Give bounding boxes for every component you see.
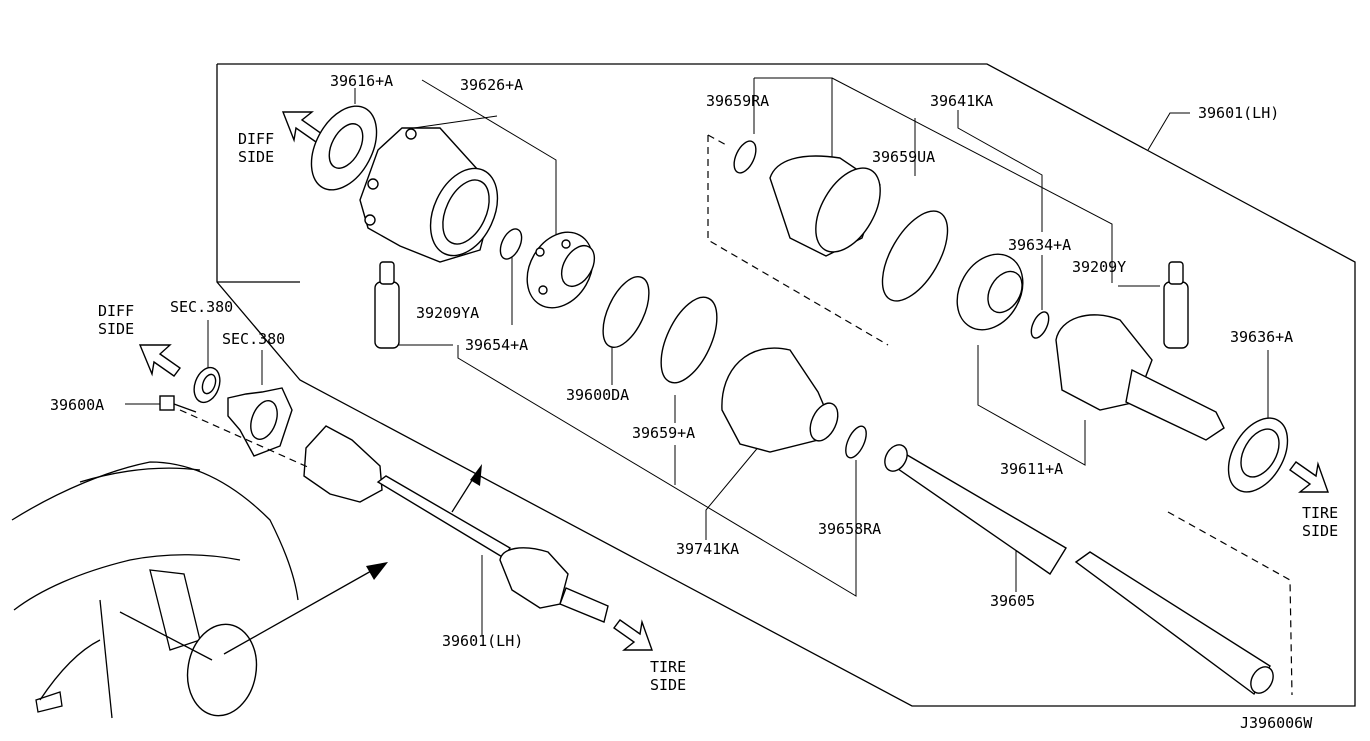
label-39616: 39616+A xyxy=(330,72,393,90)
dashed-shaft-group xyxy=(1167,511,1293,696)
flange-sec380 xyxy=(227,387,293,457)
label-39605: 39605 xyxy=(990,592,1035,610)
inner-boot xyxy=(721,347,839,453)
label-39634: 39634+A xyxy=(1008,236,1071,254)
dust-shield-plate xyxy=(310,105,378,191)
circlip xyxy=(1030,311,1050,339)
label-39209ya: 39209YA xyxy=(416,304,479,322)
frame-outline xyxy=(216,63,1356,707)
boot-band-39659 xyxy=(660,296,718,384)
label-39658ra: 39658RA xyxy=(818,520,881,538)
hub-seal xyxy=(1227,417,1289,493)
label-39641: 39641KA xyxy=(930,92,993,110)
inner-race xyxy=(956,253,1024,331)
drive-shaft xyxy=(884,444,1274,696)
outer-boot xyxy=(733,140,881,257)
bolt-39600a xyxy=(159,395,197,413)
label-diff-side-left: DIFF xyxy=(98,302,134,320)
direction-arrow-icon xyxy=(451,464,482,513)
joint-housing xyxy=(359,127,499,263)
vehicle-illustration xyxy=(11,461,388,719)
label-39600a: 39600A xyxy=(50,396,104,414)
tire-side-arrow-right-icon xyxy=(1289,461,1329,493)
label-39654: 39654+A xyxy=(465,336,528,354)
grease-tube-39209y xyxy=(1163,261,1189,349)
diagram-code: J396006W xyxy=(1240,714,1313,732)
seal-sec380 xyxy=(193,366,221,404)
label-tire-side-right: TIRE xyxy=(1302,504,1338,522)
label-tire-side-bottom: TIRE xyxy=(650,658,686,676)
label-diff-side-top-2: SIDE xyxy=(238,148,274,166)
label-39626: 39626+A xyxy=(460,76,523,94)
label-sec380-a: SEC.380 xyxy=(170,298,233,316)
dashed-boot-group-top xyxy=(707,134,729,147)
label-39601-small: 39601(LH) xyxy=(442,632,523,650)
label-39611: 39611+A xyxy=(1000,460,1063,478)
label-sec380-b: SEC.380 xyxy=(222,330,285,348)
diff-side-arrow-left-icon xyxy=(138,344,181,377)
boot-band-39659ua xyxy=(881,210,949,302)
boot-band-small xyxy=(845,425,867,459)
label-diff-side-left-2: SIDE xyxy=(98,320,134,338)
label-diff-side-top: DIFF xyxy=(238,130,274,148)
boot-band-large xyxy=(602,276,650,348)
tire-side-arrow-bottom-icon xyxy=(613,619,653,651)
outer-joint xyxy=(1055,314,1225,441)
label-39659ua: 39659UA xyxy=(872,148,935,166)
label-39659a: 39659+A xyxy=(632,424,695,442)
assembled-drive-shaft xyxy=(303,425,609,623)
label-39601-main: 39601(LH) xyxy=(1198,104,1279,122)
label-39600da: 39600DA xyxy=(566,386,629,404)
label-39741: 39741KA xyxy=(676,540,739,558)
label-tire-side-bottom-2: SIDE xyxy=(650,676,686,694)
label-39636: 39636+A xyxy=(1230,328,1293,346)
bearing-cage xyxy=(526,231,596,309)
diff-side-arrow-icon xyxy=(281,111,323,143)
label-39209y: 39209Y xyxy=(1072,258,1126,276)
grease-tube-39209ya xyxy=(374,261,400,349)
label-tire-side-right-2: SIDE xyxy=(1302,522,1338,540)
snap-ring xyxy=(499,228,523,260)
label-39659ra-top: 39659RA xyxy=(706,92,769,110)
dashed-boot-group xyxy=(707,135,889,346)
